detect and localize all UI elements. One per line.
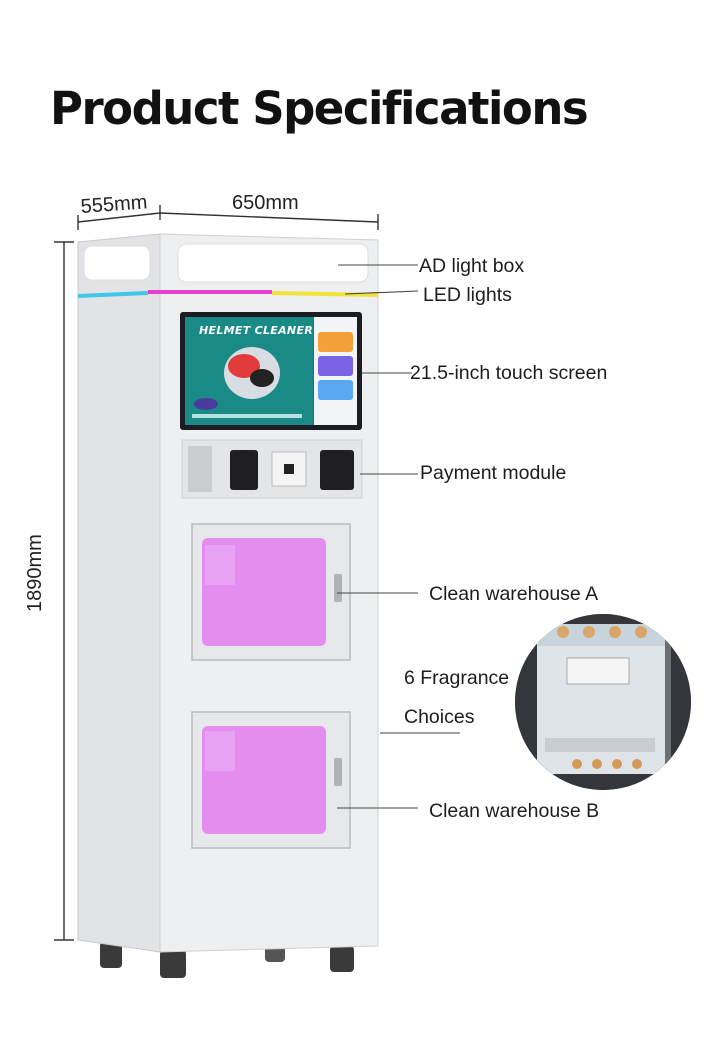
- callout-clean-warehouse-a: Clean warehouse A: [429, 583, 599, 605]
- callout-payment-module: Payment module: [420, 462, 567, 484]
- callout-led-lights: LED lights: [423, 284, 512, 306]
- fragrance-detail-image: [515, 614, 691, 790]
- callout-clean-warehouse-b: Clean warehouse B: [429, 800, 600, 822]
- fragrance-detail-inset: [515, 614, 691, 790]
- callout-touch-screen: 21.5-inch touch screen: [410, 362, 608, 384]
- callout-fragrance-line1: 6 Fragrance: [404, 667, 510, 689]
- ad-light-box-front: [177, 243, 369, 283]
- caster-wheels: [100, 942, 354, 978]
- payment-module: [181, 439, 363, 499]
- page-title: Product Specifications: [50, 82, 589, 135]
- clean-warehouse-b: [191, 711, 351, 849]
- callout-ad-light-box: AD light box: [419, 255, 525, 277]
- cabinet-side: [77, 233, 161, 953]
- clean-warehouse-a: [191, 523, 351, 661]
- screen-brand-text: HELMET CLEANER: [199, 324, 314, 337]
- callout-fragrance-line2: Choices: [404, 706, 475, 728]
- touch-screen: [180, 312, 362, 430]
- dimension-lines: [54, 205, 379, 941]
- callout-leader-lines: [337, 264, 460, 809]
- width-dimension-label: 650mm: [232, 192, 299, 214]
- led-light-strip: [77, 290, 379, 298]
- ad-light-box-side: [83, 245, 151, 281]
